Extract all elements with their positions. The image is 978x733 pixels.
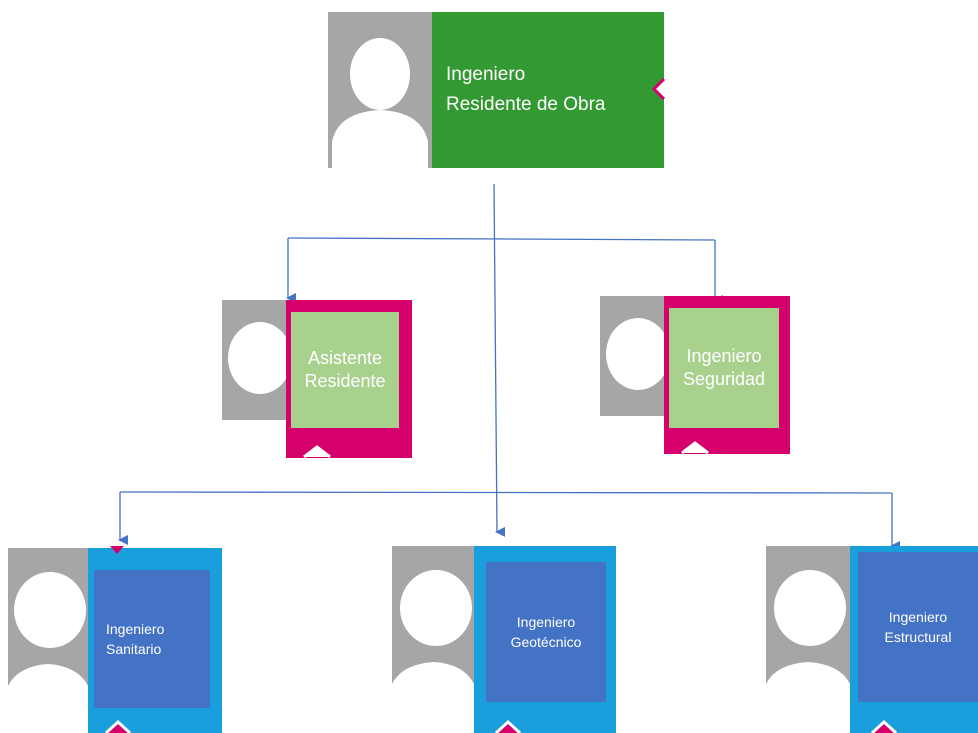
label-line-1: Asistente [307, 348, 383, 368]
avatar-placeholder-icon [766, 546, 850, 706]
level2-bar [287, 237, 716, 241]
label-line-1: Ingeniero [446, 64, 526, 85]
label-line-2: Geotécnico [510, 634, 582, 650]
node-label: Asistente Residente [291, 312, 399, 428]
avatar-placeholder-icon [392, 546, 474, 706]
expand-diamond-icon[interactable] [494, 719, 522, 733]
node-label: Ingeniero Estructural [858, 552, 978, 702]
label-line-2: Seguridad [682, 369, 766, 389]
trunk-line [493, 183, 506, 537]
label-line-1: Ingeniero [106, 621, 165, 637]
expand-diamond-icon[interactable] [110, 546, 124, 556]
label-line-2: Sanitario [106, 641, 162, 657]
expand-diamond-icon[interactable] [302, 444, 332, 458]
expand-diamond-icon[interactable] [870, 719, 898, 733]
level3-bar [119, 491, 893, 494]
node-label: Ingeniero Geotécnico [486, 562, 606, 702]
avatar-placeholder-icon [328, 12, 432, 168]
label-line-1: Ingeniero [516, 614, 576, 630]
avatar-placeholder-icon [222, 300, 286, 420]
label-line-2: Residente [304, 371, 386, 391]
label-line-1: Ingeniero [686, 346, 762, 366]
expand-diamond-icon[interactable] [104, 719, 132, 733]
node-frame [432, 12, 664, 168]
avatar-placeholder-icon [8, 548, 88, 708]
expand-diamond-icon[interactable] [652, 78, 666, 100]
label-line-1: Ingeniero [888, 609, 948, 625]
label-line-2: Residente de Obra [446, 94, 606, 115]
node-label: Ingeniero Residente de Obra [446, 58, 646, 122]
node-label: Ingeniero Sanitario [94, 570, 210, 708]
expand-diamond-icon[interactable] [680, 440, 710, 454]
label-line-2: Estructural [884, 629, 952, 645]
node-label: Ingeniero Seguridad [669, 308, 779, 428]
avatar-placeholder-icon [600, 296, 664, 416]
